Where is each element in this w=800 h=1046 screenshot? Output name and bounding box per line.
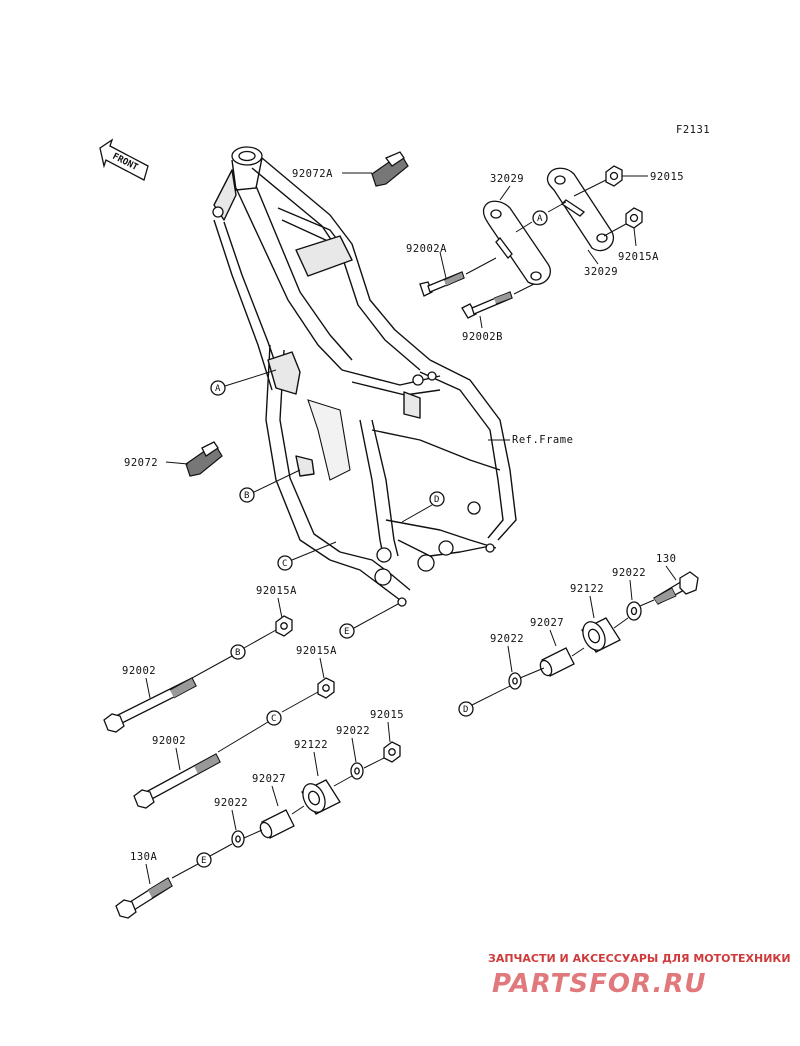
svg-text:E: E bbox=[201, 856, 206, 866]
watermark-brand: PARTSFOR.RU bbox=[492, 969, 706, 999]
washer-92022-right-bottom bbox=[508, 672, 522, 690]
label-92015a-left-top: 92015A bbox=[256, 585, 297, 597]
clip-92072a bbox=[371, 151, 409, 187]
bolt-130a bbox=[115, 877, 173, 919]
svg-text:B: B bbox=[244, 491, 249, 501]
label-92072: 92072 bbox=[124, 457, 158, 469]
label-92022-bottom-top: 92022 bbox=[336, 725, 370, 737]
watermark-tagline: ЗАПЧАСТИ И АКСЕССУАРЫ ДЛЯ МОТОТЕХНИКИ bbox=[488, 952, 791, 965]
bolt-92002b bbox=[461, 291, 513, 319]
label-92002a: 92002A bbox=[406, 243, 447, 255]
bolt-130 bbox=[653, 571, 699, 605]
label-92027-right: 92027 bbox=[530, 617, 564, 629]
label-92022-right-top: 92022 bbox=[612, 567, 646, 579]
label-92015-bottom: 92015 bbox=[370, 709, 404, 721]
nut-92015-top bbox=[605, 165, 623, 187]
washer-92022-right-top bbox=[626, 601, 642, 621]
svg-text:B: B bbox=[235, 648, 240, 658]
svg-text:E: E bbox=[344, 627, 349, 637]
label-92015a-top: 92015A bbox=[618, 251, 659, 263]
collar-92027-right bbox=[539, 647, 575, 677]
svg-text:A: A bbox=[537, 214, 543, 224]
bushing-92122-right bbox=[581, 617, 621, 653]
label-92027-bottom: 92027 bbox=[252, 773, 286, 785]
bushing-92122-bottom bbox=[301, 779, 341, 815]
label-92022-right-bottom: 92022 bbox=[490, 633, 524, 645]
label-130a: 130A bbox=[130, 851, 157, 863]
svg-text:A: A bbox=[215, 384, 221, 394]
label-32029-top: 32029 bbox=[490, 173, 524, 185]
clip-92072 bbox=[185, 441, 223, 477]
label-92015-top: 92015 bbox=[650, 171, 684, 183]
label-92002-left-bottom: 92002 bbox=[152, 735, 186, 747]
label-92122-bottom: 92122 bbox=[294, 739, 328, 751]
svg-text:C: C bbox=[282, 559, 287, 569]
nut-92015a-top bbox=[625, 207, 643, 229]
washer-92022-bottom-bottom bbox=[231, 830, 245, 848]
diagram-code: F2131 bbox=[676, 124, 710, 136]
bolt-92002-left-top bbox=[103, 677, 197, 733]
label-92002-left-top: 92002 bbox=[122, 665, 156, 677]
front-arrow-icon: FRONT bbox=[99, 138, 149, 181]
nut-92015a-left-mid bbox=[317, 677, 335, 699]
washer-92022-bottom-top bbox=[350, 762, 364, 780]
nut-92015a-left-top bbox=[275, 615, 293, 637]
svg-text:C: C bbox=[271, 714, 276, 724]
motorcycle-frame bbox=[212, 146, 517, 607]
label-92002b: 92002B bbox=[462, 331, 503, 343]
nut-92015-bottom bbox=[383, 741, 401, 763]
label-32029-bottom: 32029 bbox=[584, 266, 618, 278]
svg-text:D: D bbox=[434, 495, 439, 505]
label-92122-right: 92122 bbox=[570, 583, 604, 595]
label-92072a: 92072A bbox=[292, 168, 333, 180]
collar-92027-bottom bbox=[259, 809, 295, 839]
label-92015a-left-mid: 92015A bbox=[296, 645, 337, 657]
bolt-92002-left-bottom bbox=[133, 753, 221, 809]
bracket-plate-32029-left bbox=[482, 200, 551, 285]
svg-text:D: D bbox=[463, 705, 468, 715]
label-130: 130 bbox=[656, 553, 676, 565]
watermark: ЗАПЧАСТИ И АКСЕССУАРЫ ДЛЯ МОТОТЕХНИКИ PA… bbox=[488, 952, 791, 999]
bolt-92002a bbox=[419, 271, 465, 297]
label-92022-bottom-bottom: 92022 bbox=[214, 797, 248, 809]
ref-frame-label: Ref.Frame bbox=[512, 434, 573, 446]
